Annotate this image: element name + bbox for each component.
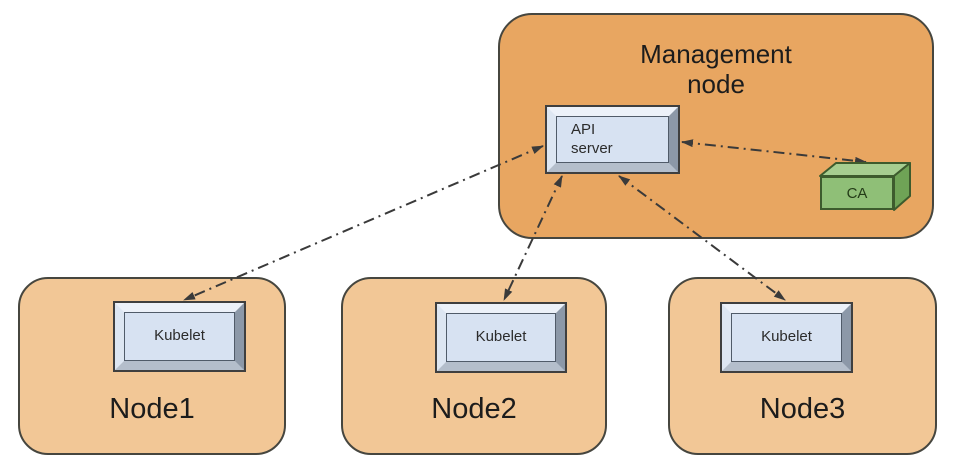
node3-label: Node3 — [759, 393, 846, 425]
management-node-title: Management node — [640, 39, 792, 100]
api-server-bevel-frame — [547, 107, 678, 172]
ca-label: CA — [846, 184, 868, 202]
kubelet3-label: Kubelet — [731, 313, 842, 362]
node2-label: Node2 — [431, 393, 517, 425]
api-server-box: API server — [545, 105, 680, 174]
node1-label: Node1 — [109, 393, 195, 425]
kubelet1-bevel-frame — [115, 303, 244, 370]
kubelet2-label: Kubelet — [446, 313, 556, 362]
kubelet-box-node2: Kubelet — [435, 302, 567, 373]
kubelet3-bevel-frame — [722, 304, 851, 371]
api-server-label: API server — [556, 116, 669, 163]
kubelet-box-node1: Kubelet — [113, 301, 246, 372]
kubelet1-label: Kubelet — [124, 312, 235, 361]
kubelet2-bevel-frame — [437, 304, 565, 371]
kubelet-box-node3: Kubelet — [720, 302, 853, 373]
ca-box: CA — [820, 176, 894, 210]
